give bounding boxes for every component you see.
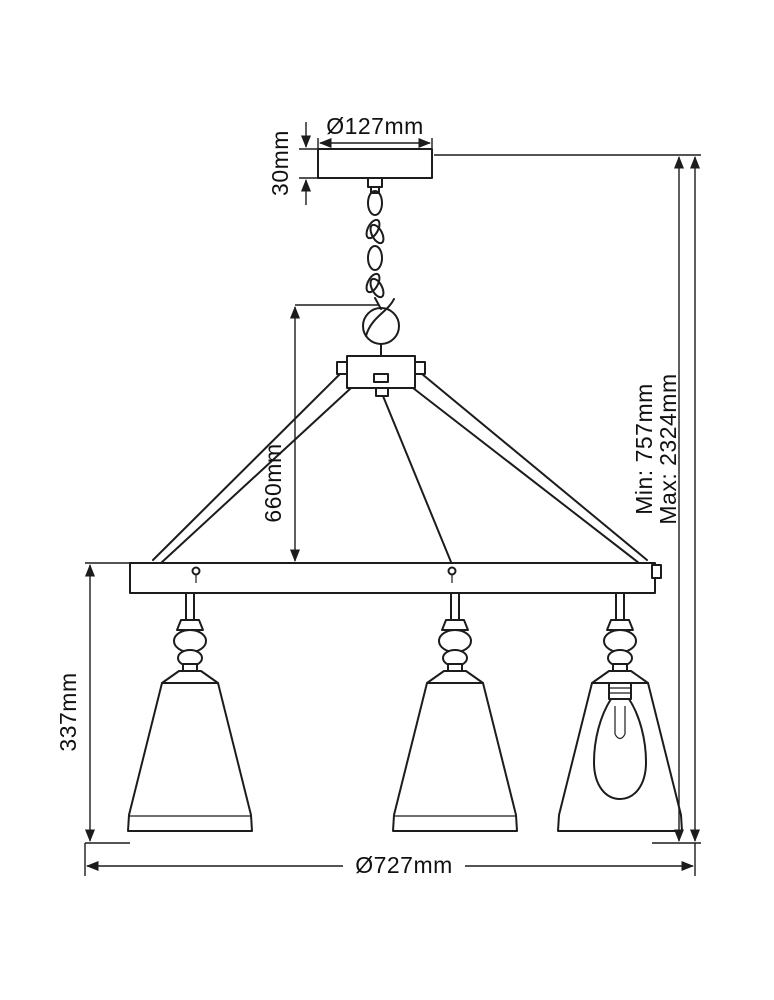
suspension-chain [365,190,385,310]
dim-overall-width: Ø727mm [84,843,696,878]
dim-overall-width-label: Ø727mm [355,852,453,878]
light-bulb-icon [593,682,647,800]
frame-bar [129,562,662,594]
dim-canopy-height-label: 30mm [267,130,293,196]
dim-shade-height-label: 337mm [55,672,81,751]
shade-right [557,592,683,832]
dim-body-drop-label: 660mm [260,443,286,522]
hanging-ring [362,298,400,357]
dim-min-height-label: Min: 757mm [631,383,657,515]
dim-max-height-label: Max: 2324mm [655,373,681,524]
dim-canopy-diameter: Ø127mm [317,113,433,149]
central-hub [336,355,426,397]
dim-min-max-height: Min: 757mm Max: 2324mm [434,154,701,844]
suspension-arms [152,373,648,564]
dim-shade-height: 337mm [55,562,130,844]
dim-body-drop: 660mm [260,304,378,563]
shade-left [127,592,253,832]
ceiling-canopy [317,148,433,194]
dim-canopy-diameter-label: Ø127mm [326,113,424,139]
shade-center [392,592,518,832]
dim-canopy-height: 30mm [267,122,318,205]
